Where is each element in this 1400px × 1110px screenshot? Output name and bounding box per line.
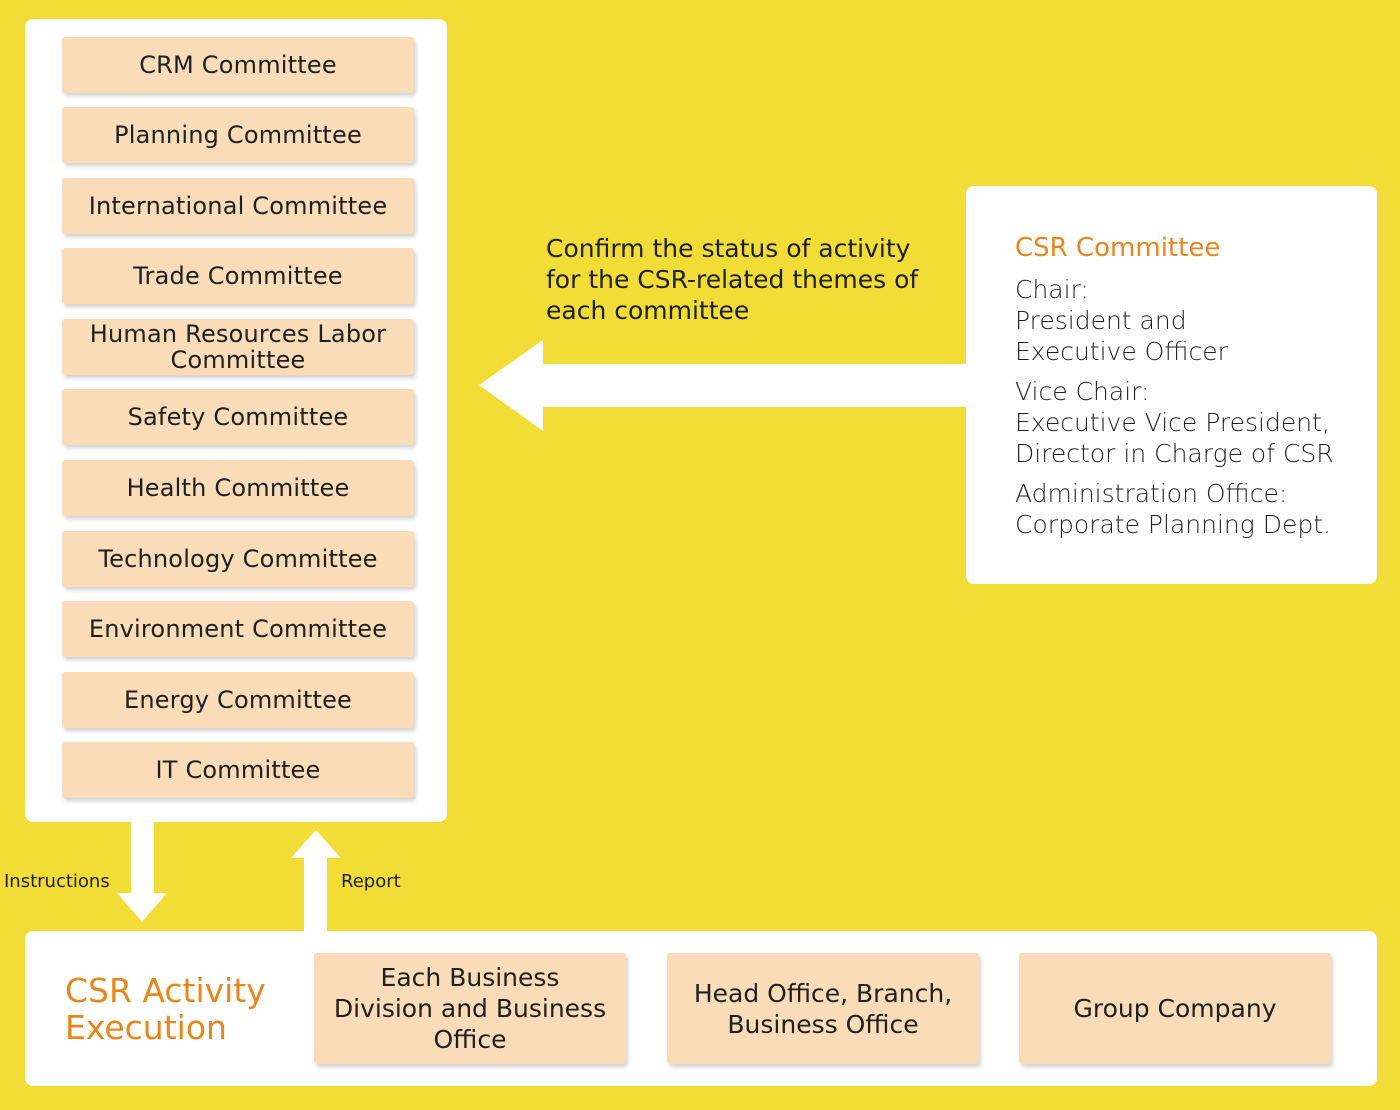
instructions-arrow [117, 822, 167, 922]
instructions-label: Instructions [4, 871, 110, 892]
csr-chair-block: Chair: President and Executive Officer [1015, 274, 1377, 367]
vice-chair-value-2: Director in Charge of CSR [1015, 439, 1334, 468]
committee-trade: Trade Committee [62, 248, 414, 304]
chair-value: President and Executive Officer [1015, 306, 1228, 366]
committee-technology: Technology Committee [62, 531, 414, 587]
admin-value: Corporate Planning Dept. [1015, 510, 1331, 539]
unit-group-company: Group Company [1019, 953, 1331, 1064]
committee-it: IT Committee [62, 742, 414, 798]
committee-crm: CRM Committee [62, 37, 414, 93]
committee-safety: Safety Committee [62, 389, 414, 445]
admin-label: Administration Office: [1015, 479, 1288, 508]
chair-label: Chair: [1015, 275, 1089, 304]
report-arrow [291, 830, 341, 931]
committee-planning: Planning Committee [62, 107, 414, 163]
report-label: Report [341, 871, 401, 892]
csr-activity-execution-title: CSR Activity Execution [65, 971, 266, 1047]
vice-chair-value-1: Executive Vice President, [1015, 408, 1330, 437]
csr-committee-panel: CSR Committee Chair: President and Execu… [966, 186, 1377, 584]
csr-vice-chair-block: Vice Chair: Executive Vice President, Di… [1015, 376, 1377, 469]
unit-business-division: Each Business Division and Business Offi… [314, 953, 626, 1064]
committee-human-resources-labor: Human Resources Labor Committee [62, 319, 414, 375]
committee-international: International Committee [62, 178, 414, 234]
csr-admin-block: Administration Office: Corporate Plannin… [1015, 478, 1377, 540]
committee-environment: Environment Committee [62, 601, 414, 657]
csr-committee-title: CSR Committee [1015, 233, 1221, 263]
confirm-arrow [479, 340, 966, 431]
vice-chair-label: Vice Chair: [1015, 377, 1150, 406]
unit-head-office: Head Office, Branch, Business Office [667, 953, 979, 1064]
confirm-status-text: Confirm the status of activity for the C… [546, 234, 919, 325]
committee-health: Health Committee [62, 460, 414, 516]
committee-energy: Energy Committee [62, 672, 414, 728]
